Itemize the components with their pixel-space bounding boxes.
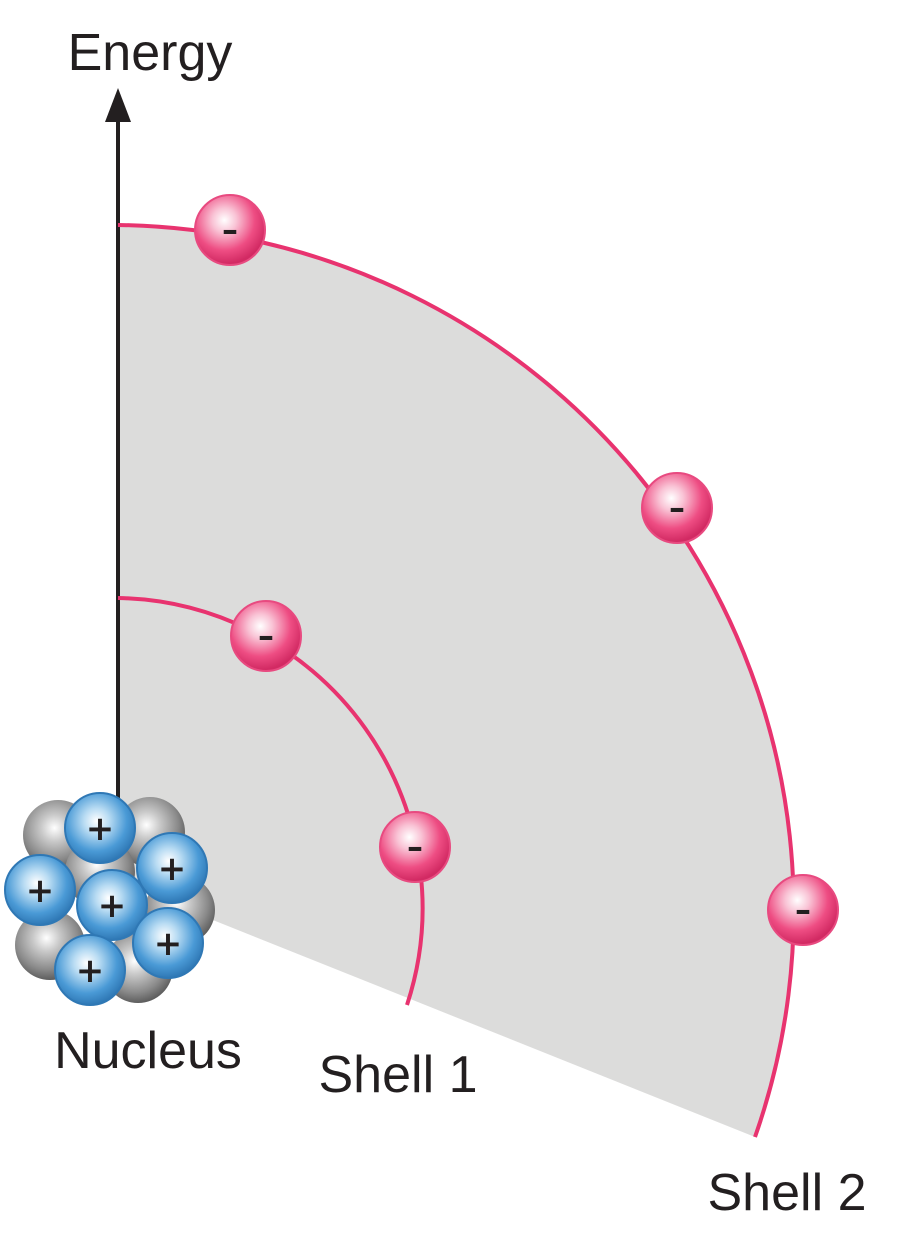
proton-symbol: + bbox=[76, 951, 105, 991]
shell-2-label: Shell 2 bbox=[708, 1164, 867, 1222]
energy-axis-label: Energy bbox=[68, 24, 233, 82]
shell-1-orbit bbox=[117, 596, 425, 1006]
electron-symbol: – bbox=[795, 891, 811, 929]
proton-symbol: + bbox=[86, 809, 115, 849]
nucleus: + + + + + + bbox=[4, 792, 215, 1006]
energy-axis-arrowhead bbox=[105, 88, 131, 122]
proton-symbol: + bbox=[26, 871, 55, 911]
electron-symbol: – bbox=[258, 617, 274, 655]
electron-symbol: – bbox=[669, 489, 685, 527]
electron: – bbox=[230, 600, 302, 672]
proton-symbol: + bbox=[154, 924, 183, 964]
shell-1-label: Shell 1 bbox=[319, 1046, 478, 1104]
nucleus-label: Nucleus bbox=[54, 1022, 242, 1080]
electron: – bbox=[641, 472, 713, 544]
shell-region bbox=[118, 225, 794, 1137]
electron-symbol: – bbox=[407, 828, 423, 866]
proton: + bbox=[54, 934, 126, 1006]
proton: + bbox=[4, 854, 76, 926]
proton-symbol: + bbox=[158, 849, 187, 889]
electron: – bbox=[379, 811, 451, 883]
electron-symbol: – bbox=[222, 211, 238, 249]
electron: – bbox=[194, 194, 266, 266]
electron: – bbox=[767, 874, 839, 946]
proton: + bbox=[132, 907, 204, 979]
proton-symbol: + bbox=[98, 886, 127, 926]
proton: + bbox=[64, 792, 136, 864]
proton: + bbox=[76, 869, 148, 941]
proton: + bbox=[136, 832, 208, 904]
